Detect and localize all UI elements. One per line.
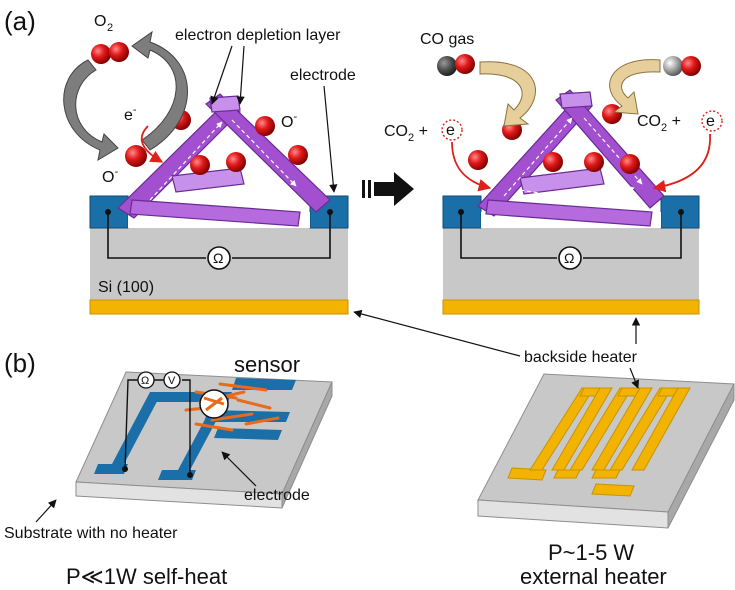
- svg-text:2: 2: [107, 22, 113, 34]
- svg-text:Ω: Ω: [141, 375, 149, 387]
- electrode-label: electrode: [290, 67, 356, 84]
- electron-circle-icon: [441, 119, 463, 141]
- electrode-label-b: electrode: [244, 487, 310, 504]
- nanowire-network-left: [117, 93, 331, 227]
- co-molecule-right: [663, 56, 701, 76]
- co-molecule-left: [437, 54, 475, 76]
- substrate-label: Substrate with no heater: [4, 525, 178, 542]
- heater-layer-right: [442, 299, 700, 315]
- oxygen-ion: [584, 152, 604, 172]
- o2-label: O: [94, 13, 106, 30]
- self-heat-sensor-chip: [75, 371, 333, 509]
- oxygen-ion: [226, 152, 246, 172]
- power-external-label-1: P~1-5 W: [548, 540, 634, 565]
- oxygen-molecule-o2: [91, 42, 129, 64]
- svg-text:e: e: [446, 122, 455, 139]
- heater-layer-left: [89, 299, 349, 315]
- circuit-wire-left: [107, 212, 206, 259]
- panel-a-label: (a): [4, 6, 36, 36]
- ohm-symbol: Ω: [213, 250, 223, 266]
- external-heater-chip: [477, 373, 735, 529]
- co-arrow-right-icon: [609, 59, 661, 115]
- power-external-label-2: external heater: [520, 564, 667, 589]
- circuit-wire-right: [232, 212, 331, 259]
- svg-text:V: V: [168, 375, 176, 387]
- co2-product-left: CO2 +: [384, 123, 428, 144]
- depletion-layer-label: electron depletion layer: [175, 27, 341, 44]
- transition-arrow-icon: [362, 172, 414, 206]
- ohmmeter-icon: [207, 246, 231, 270]
- co-gas-label: CO gas: [420, 31, 474, 48]
- electron-return-arrow-icon: [451, 141, 492, 192]
- desorption-arrow-icon: [131, 30, 188, 151]
- oxygen-ion: [288, 145, 308, 165]
- o-minus-label-left: O-: [102, 166, 118, 186]
- ohmmeter-icon: [558, 246, 582, 270]
- co2-product-right: CO2 +: [637, 113, 681, 134]
- electron-arrow-icon: [140, 125, 164, 163]
- ohmmeter-icon: [137, 371, 155, 389]
- backside-heater-label: backside heater: [524, 349, 638, 366]
- sensor-label: sensor: [234, 352, 300, 377]
- electron-label: e-: [124, 104, 137, 124]
- o-minus-label-right: O-: [281, 111, 297, 131]
- si-label: Si (100): [98, 279, 154, 296]
- panel-b-label: (b): [4, 348, 36, 378]
- electron-return-arrow-icon: [652, 133, 711, 193]
- oxygen-ion: [543, 152, 563, 172]
- co-arrow-left-icon: [479, 61, 536, 127]
- electron-circle-icon: [701, 110, 723, 132]
- power-self-heat-label: P≪1W self-heat: [66, 564, 227, 589]
- oxygen-ion: [620, 154, 640, 174]
- adsorption-arrow-icon: [63, 59, 119, 162]
- oxygen-ion: [468, 150, 488, 170]
- oxygen-ion: [255, 116, 275, 136]
- oxygen-ion: [190, 155, 210, 175]
- oxygen-ion: [602, 104, 622, 124]
- svg-text:e: e: [706, 113, 715, 130]
- oxygen-ion: [125, 145, 147, 167]
- ohm-symbol-right: Ω: [564, 250, 574, 266]
- voltmeter-icon: [163, 371, 181, 389]
